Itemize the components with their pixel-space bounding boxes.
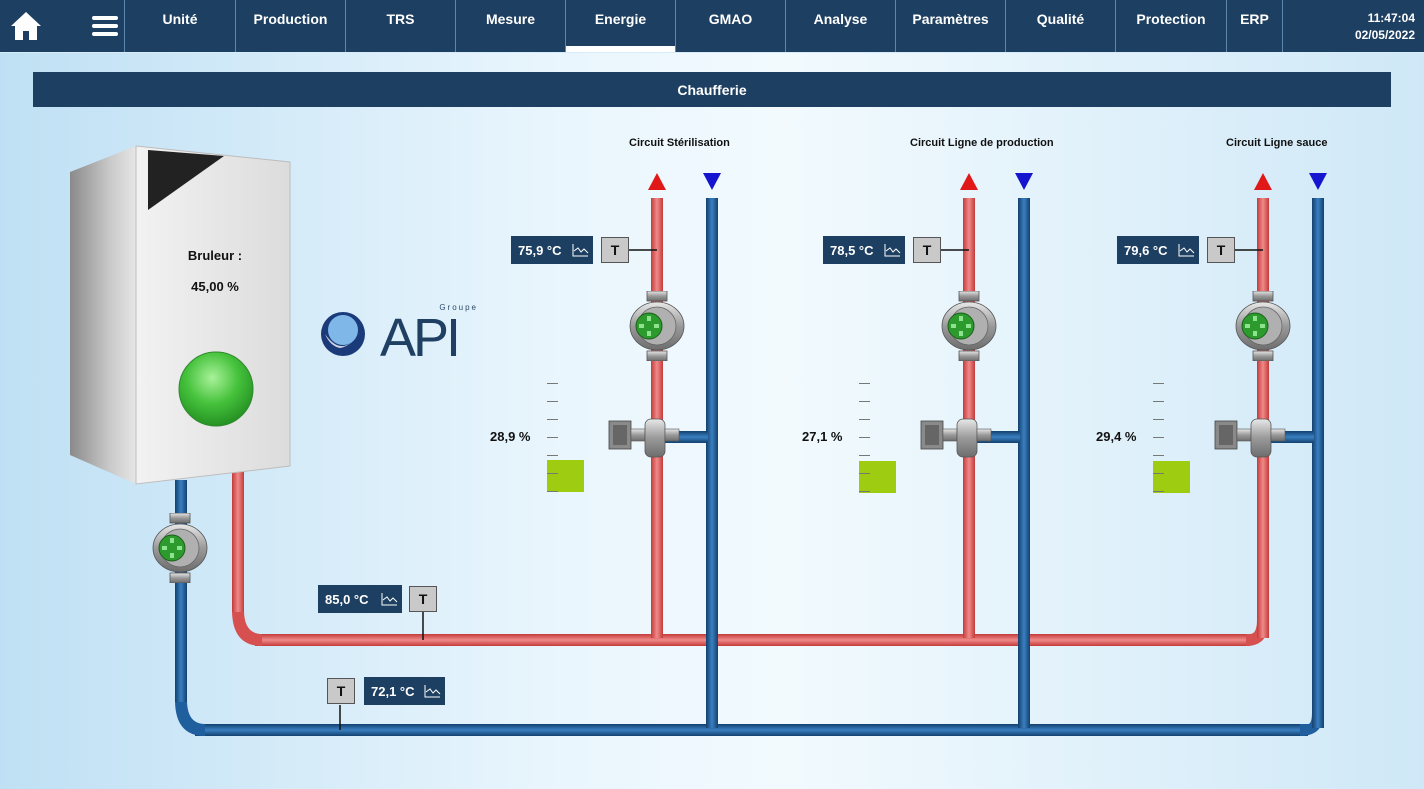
api-logo: Groupe API <box>321 303 478 368</box>
gauge-tick <box>859 455 870 456</box>
nav-tab-label: Mesure <box>485 11 536 27</box>
trend-chart-icon <box>884 244 901 257</box>
boiler <box>70 145 291 485</box>
gauge-tick <box>547 383 558 384</box>
gauge-tick <box>859 401 870 402</box>
nav-tab-protection[interactable]: Protection <box>1115 0 1226 52</box>
gauge-tick <box>1153 437 1164 438</box>
nav-tab-label: Energie <box>594 11 647 27</box>
gauge-tick <box>1153 473 1164 474</box>
temp-value: 78,5 °C <box>830 242 874 258</box>
temp-value: 75,9 °C <box>518 242 562 258</box>
nav-tab-qualite[interactable]: Qualité <box>1005 0 1115 52</box>
temp-value: 85,0 °C <box>325 591 369 607</box>
nav-tab-parametres[interactable]: Paramètres <box>895 0 1005 52</box>
temp-display-ligne-production[interactable]: 78,5 °C <box>823 236 905 264</box>
nav-tab-label: Analyse <box>813 11 868 27</box>
nav-tab-label: Production <box>253 11 328 27</box>
temp-sensor-button-sterilisation[interactable]: T <box>601 237 629 263</box>
top-navigation-bar: Unité Production TRS Mesure Energie GMAO… <box>0 0 1424 52</box>
clock: 11:47:04 02/05/2022 <box>1282 0 1424 52</box>
temp-display-ligne-sauce[interactable]: 79,6 °C <box>1117 236 1199 264</box>
valve-percent-sterilisation: 28,9 % <box>490 429 531 444</box>
gauge-tick <box>1153 491 1164 492</box>
circuit-title-ligne-production: Circuit Ligne de production <box>910 137 1054 149</box>
temp-sensor-button-supply[interactable]: T <box>409 586 437 612</box>
nav-tab-erp[interactable]: ERP <box>1226 0 1282 52</box>
gauge-tick <box>859 383 870 384</box>
temp-value: 79,6 °C <box>1124 242 1168 258</box>
gauge-tick <box>547 491 558 492</box>
temp-sensor-button-ligne-sauce[interactable]: T <box>1207 237 1235 263</box>
valve-percent-ligne-sauce: 29,4 % <box>1096 429 1137 444</box>
valve-circuit-ligne-production[interactable] <box>920 418 992 458</box>
trend-chart-icon <box>1178 244 1195 257</box>
temp-sensor-button-ligne-production[interactable]: T <box>913 237 941 263</box>
logo-name-text: API <box>380 308 458 368</box>
home-button[interactable] <box>0 0 52 52</box>
nav-tab-label: Protection <box>1136 11 1206 27</box>
gauge-tick <box>1153 419 1164 420</box>
burner-value: 45,00 % <box>191 279 239 294</box>
nav-tab-analyse[interactable]: Analyse <box>785 0 895 52</box>
gauge-tick <box>547 455 558 456</box>
trend-chart-icon <box>424 685 441 698</box>
logo-group-text: Groupe <box>439 303 478 312</box>
valve-percent-ligne-production: 27,1 % <box>802 429 843 444</box>
nav-tab-label: Unité <box>162 11 198 27</box>
gauge-tick <box>547 419 558 420</box>
nav-tab-label: TRS <box>386 11 415 27</box>
burner-status-led <box>178 351 254 427</box>
gauge-tick <box>859 419 870 420</box>
nav-tab-label: ERP <box>1240 11 1269 27</box>
gauge-tick <box>859 473 870 474</box>
menu-button[interactable] <box>86 0 124 52</box>
gauge-tick <box>859 491 870 492</box>
circuit-title-ligne-sauce: Circuit Ligne sauce <box>1226 137 1328 149</box>
clock-time: 11:47:04 <box>1367 11 1415 25</box>
clock-date: 02/05/2022 <box>1354 28 1415 42</box>
circuit-title-sterilisation: Circuit Stérilisation <box>629 137 730 149</box>
nav-tab-energie[interactable]: Energie <box>565 0 675 52</box>
nav-tab-gmao[interactable]: GMAO <box>675 0 785 52</box>
temp-sensor-button-return[interactable]: T <box>327 678 355 704</box>
gauge-tick <box>547 401 558 402</box>
valve-gauge-sterilisation <box>547 460 584 492</box>
nav-tab-label: Qualité <box>1036 11 1085 27</box>
temp-display-sterilisation[interactable]: 75,9 °C <box>511 236 593 264</box>
nav-tab-label: Paramètres <box>912 11 989 27</box>
hamburger-menu-icon <box>92 16 118 36</box>
nav-tab-production[interactable]: Production <box>235 0 345 52</box>
page-title: Chaufferie <box>33 72 1391 107</box>
gauge-tick <box>547 437 558 438</box>
temp-display-return[interactable]: 72,1 °C <box>364 677 445 705</box>
temp-value: 72,1 °C <box>371 683 415 699</box>
burner-label: Bruleur : <box>187 248 243 263</box>
valve-circuit-ligne-sauce[interactable] <box>1214 418 1286 458</box>
valve-gauge-ligne-sauce <box>1153 461 1190 493</box>
nav-tab-mesure[interactable]: Mesure <box>455 0 565 52</box>
nav-tab-label: GMAO <box>708 11 753 27</box>
nav-tab-trs[interactable]: TRS <box>345 0 455 52</box>
gauge-tick <box>547 473 558 474</box>
nav-tab-unite[interactable]: Unité <box>124 0 235 52</box>
gauge-tick <box>859 437 870 438</box>
trend-chart-icon <box>572 244 589 257</box>
valve-gauge-ligne-production <box>859 461 896 493</box>
trend-chart-icon <box>381 593 398 606</box>
valve-circuit-sterilisation[interactable] <box>608 418 680 458</box>
temp-display-supply[interactable]: 85,0 °C <box>318 585 402 613</box>
home-icon <box>11 12 41 40</box>
gauge-tick <box>1153 383 1164 384</box>
gauge-tick <box>1153 401 1164 402</box>
gauge-tick <box>1153 455 1164 456</box>
